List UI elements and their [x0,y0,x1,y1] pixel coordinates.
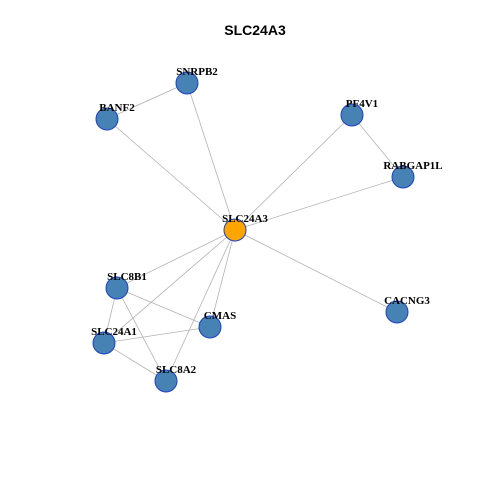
node-slc24a3[interactable] [223,218,247,242]
node-rabgap1l[interactable] [391,165,415,189]
node-label-slc24a1: SLC24A1 [91,326,137,338]
edge-slc24a3-slc24a1 [103,229,236,344]
node-banf2[interactable] [95,107,119,131]
edge-slc8b1-slc8a2 [116,287,167,382]
nodes-layer [92,71,415,393]
edge-slc24a3-cacng3 [234,229,398,313]
edge-snrpb2-slc24a3 [186,82,236,231]
node-cmas[interactable] [198,315,222,339]
edge-banf2-snrpb2 [106,82,188,120]
edge-slc24a3-cmas [209,229,236,328]
edge-slc24a3-slc8a2 [165,229,236,382]
node-label-slc8a2: SLC8A2 [156,364,197,376]
edge-rabgap1l-slc24a3 [234,176,404,231]
node-label-pf4v1: PF4V1 [346,98,378,110]
edge-slc24a1-cmas [103,326,211,344]
edge-pf4v1-rabgap1l [351,114,404,178]
node-label-cmas: CMAS [204,310,236,322]
node-slc24a1[interactable] [92,331,116,355]
edge-banf2-slc24a3 [106,118,236,231]
node-pf4v1[interactable] [340,103,364,127]
node-snrpb2[interactable] [175,71,199,95]
node-label-snrpb2: SNRPB2 [176,66,218,78]
node-label-slc24a3: SLC24A3 [222,213,268,225]
node-slc8a2[interactable] [154,369,178,393]
edges-layer [103,82,404,382]
node-label-cacng3: CACNG3 [384,295,430,307]
node-label-slc8b1: SLC8B1 [107,271,147,283]
graph-title: SLC24A3 [224,22,286,38]
edge-pf4v1-slc24a3 [234,114,353,231]
node-cacng3[interactable] [385,300,409,324]
node-label-rabgap1l: RABGAP1L [383,160,442,172]
edge-slc8b1-cmas [116,287,211,328]
node-slc8b1[interactable] [105,276,129,300]
edge-slc24a3-slc8b1 [116,229,236,289]
edge-slc24a1-slc8a2 [103,342,167,382]
node-label-banf2: BANF2 [99,102,135,114]
